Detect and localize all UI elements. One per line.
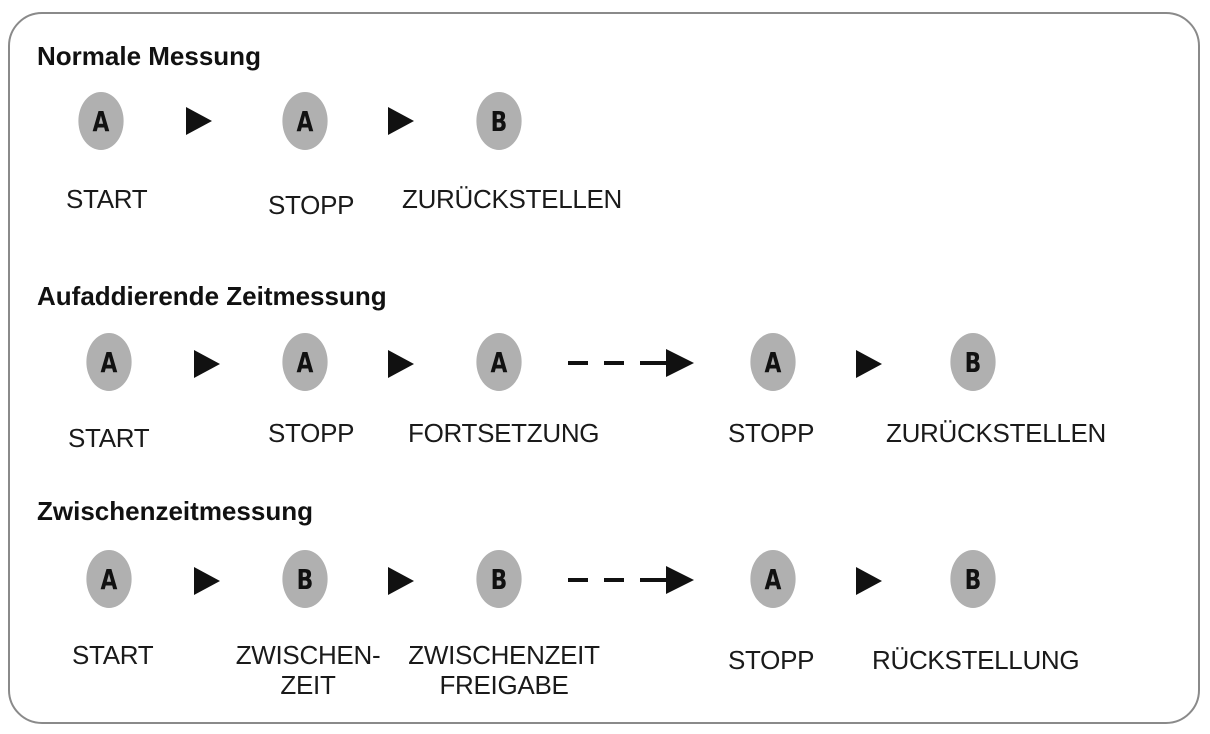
step-label-zwischenzeit-freigabe: ZWISCHENZEIT FREIGABE xyxy=(408,640,600,700)
button-a-icon: A xyxy=(282,333,328,391)
section-title-zwischenzeitmessung: Zwischenzeitmessung xyxy=(37,496,313,526)
step-label-start: START xyxy=(68,423,150,453)
button-a-icon: A xyxy=(86,550,132,608)
dashed-arrow-right-icon xyxy=(568,566,694,594)
section-title-normale-messung: Normale Messung xyxy=(37,41,261,71)
button-a-icon: A xyxy=(750,550,796,608)
step-label-stopp: STOPP xyxy=(268,190,355,220)
arrow-right-icon xyxy=(388,350,414,378)
step-label-stopp: STOPP xyxy=(728,645,815,675)
button-b-icon: B xyxy=(476,550,522,608)
section-title-aufaddierende-zeitmessung: Aufaddierende Zeitmessung xyxy=(37,281,387,311)
arrow-right-icon xyxy=(194,350,220,378)
dashed-arrow-right-icon xyxy=(568,349,694,377)
arrow-right-icon xyxy=(194,567,220,595)
arrow-right-icon xyxy=(388,567,414,595)
step-label-zwischenzeit: ZWISCHEN- ZEIT xyxy=(235,640,381,700)
arrow-right-icon xyxy=(856,350,882,378)
arrow-right-icon xyxy=(388,107,414,135)
step-label-fortsetzung: FORTSETZUNG xyxy=(408,418,600,448)
button-a-icon: A xyxy=(750,333,796,391)
step-label-zurueckstellen: ZURÜCKSTELLEN xyxy=(886,418,1107,448)
step-label-stopp: STOPP xyxy=(268,418,355,448)
button-b-icon: B xyxy=(950,333,996,391)
button-a-icon: A xyxy=(86,333,132,391)
step-label-start: START xyxy=(72,640,154,670)
button-a-icon: A xyxy=(282,92,328,150)
button-b-icon: B xyxy=(282,550,328,608)
button-b-icon: B xyxy=(950,550,996,608)
button-a-icon: A xyxy=(78,92,124,150)
button-b-icon: B xyxy=(476,92,522,150)
step-label-stopp: STOPP xyxy=(728,418,815,448)
step-label-zurueckstellen: ZURÜCKSTELLEN xyxy=(402,184,623,214)
arrow-right-icon xyxy=(186,107,212,135)
button-a-icon: A xyxy=(476,333,522,391)
step-label-rueckstellung: RÜCKSTELLUNG xyxy=(872,645,1080,675)
step-label-start: START xyxy=(66,184,148,214)
arrow-right-icon xyxy=(856,567,882,595)
